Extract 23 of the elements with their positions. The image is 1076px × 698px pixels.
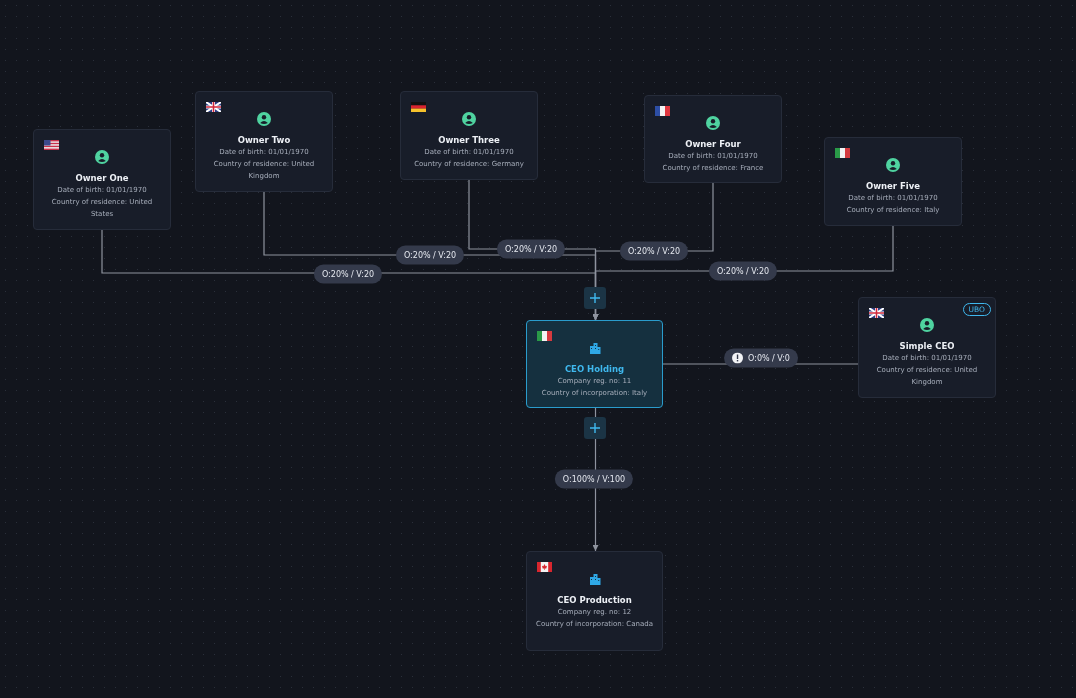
edge-label: O:20% / V:20 [716, 266, 770, 276]
entity-name: Simple CEO [898, 340, 956, 352]
entity-name: Owner One [74, 172, 130, 184]
entity-name: CEO Holding [563, 363, 626, 375]
person-card [824, 137, 962, 226]
edge-label: O:20% / V:20 [504, 244, 558, 254]
entity-name: Owner Five [864, 180, 922, 192]
edge-label: O:0% / V:0 [748, 353, 790, 363]
edge-label: O:100% / V:100 [562, 474, 626, 484]
person-card [33, 129, 171, 230]
person-card [195, 91, 333, 192]
company-card [526, 551, 663, 651]
entity-name: CEO Production [556, 594, 633, 606]
entity-name: Owner Three [437, 134, 501, 146]
person-card [644, 95, 782, 183]
entity-name: Owner Two [236, 134, 292, 146]
edge-label: O:20% / V:20 [321, 269, 375, 279]
edge-label: O:20% / V:20 [403, 250, 457, 260]
entity-name: Owner Four [684, 138, 742, 150]
edge-label: O:20% / V:20 [627, 246, 681, 256]
person-card [858, 297, 996, 398]
person-card [400, 91, 538, 180]
company-card [526, 320, 663, 408]
